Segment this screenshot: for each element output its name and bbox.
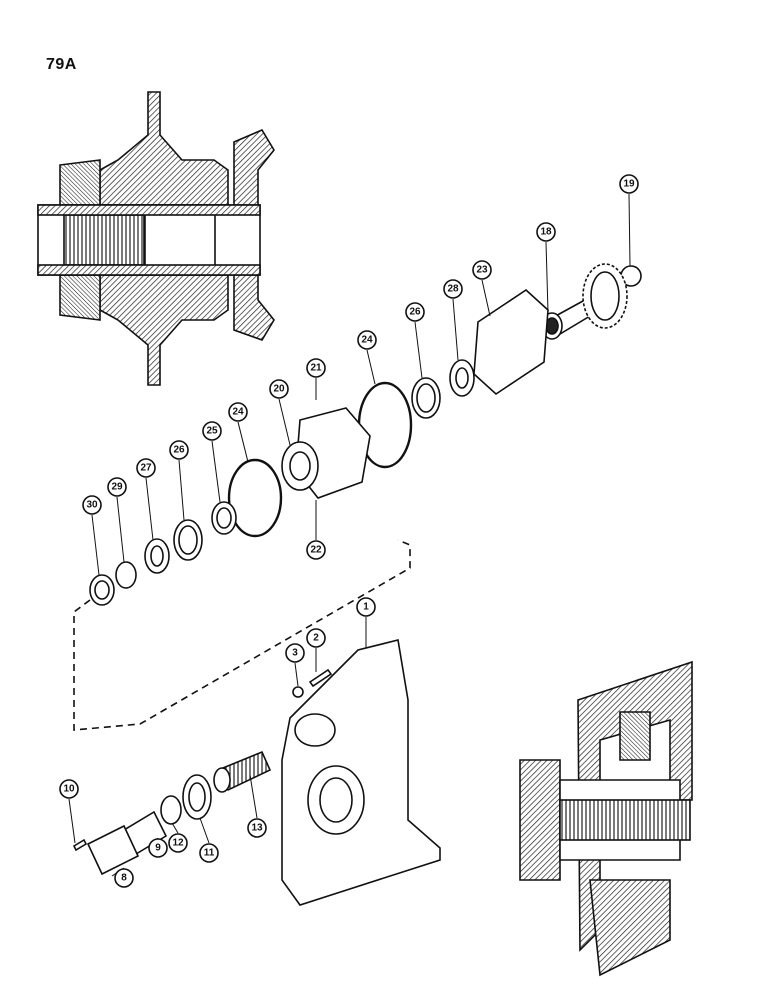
svg-text:21: 21 [310,363,322,374]
callout-22: 22 [306,500,326,560]
page-number: 79A [46,56,77,73]
svg-text:2: 2 [313,633,319,644]
svg-text:3: 3 [292,648,298,659]
svg-text:23: 23 [476,265,488,276]
o-ring-24b [227,458,283,538]
callout-9: 9 [148,837,168,858]
svg-text:8: 8 [121,873,127,884]
assembly-dashed-line [73,539,411,731]
callout-2: 2 [306,628,326,672]
svg-text:10: 10 [63,784,75,795]
callout-19: 19 [619,174,639,267]
hub-cross-section [37,91,275,386]
callouts: 1 2 3 8 9 10 11 12 13 18 19 20 21 22 23 … [59,174,639,888]
bearing-cup-26b [173,519,203,561]
housing-cross-section [519,660,693,977]
callout-26b: 26 [169,440,189,521]
callout-26a: 26 [405,302,425,379]
housing-1 [281,639,441,906]
callout-13: 13 [247,774,267,838]
svg-text:19: 19 [623,179,635,190]
svg-text:29: 29 [111,482,123,493]
svg-text:22: 22 [310,545,322,556]
svg-text:30: 30 [86,500,98,511]
svg-text:13: 13 [251,823,263,834]
callout-3: 3 [285,643,305,687]
callout-28: 28 [443,279,463,361]
svg-text:27: 27 [140,463,152,474]
callout-27: 27 [136,458,156,541]
callout-30: 30 [82,495,102,576]
nut-30 [89,574,115,606]
bearing-cone-28 [449,359,475,397]
callout-8: 8 [111,867,134,888]
callout-23: 23 [472,260,492,317]
callout-24a: 24 [357,330,377,385]
ring-25 [211,501,237,535]
nut-3 [292,686,304,698]
svg-text:24: 24 [232,407,244,418]
svg-text:20: 20 [273,384,285,395]
bearing-cup-26a [411,377,441,419]
callout-21: 21 [306,358,326,400]
callout-18: 18 [536,222,556,313]
shaft-gear-18 [541,263,628,340]
callout-20: 20 [269,379,291,446]
gasket-23 [473,288,549,396]
svg-text:12: 12 [172,838,184,849]
svg-text:26: 26 [409,307,421,318]
callout-1: 1 [356,597,376,648]
svg-text:28: 28 [447,284,459,295]
svg-text:1: 1 [363,602,369,613]
exploded-parts [89,263,642,606]
callout-29: 29 [107,477,127,563]
svg-text:11: 11 [204,848,215,859]
callout-10: 10 [59,779,79,844]
stud-2 [308,668,333,688]
svg-text:9: 9 [155,843,161,854]
callout-24b: 24 [228,402,249,463]
svg-text:24: 24 [361,335,373,346]
bearing-cone-27 [144,538,170,574]
svg-text:26: 26 [173,445,185,456]
callout-11: 11 [199,817,219,863]
callout-12: 12 [168,822,188,853]
svg-text:25: 25 [206,426,218,437]
carrier-flange-20 [281,407,371,499]
snap-ring-29 [115,561,137,589]
lower-parts [72,750,272,876]
callout-25: 25 [202,421,222,503]
svg-text:18: 18 [540,227,552,238]
